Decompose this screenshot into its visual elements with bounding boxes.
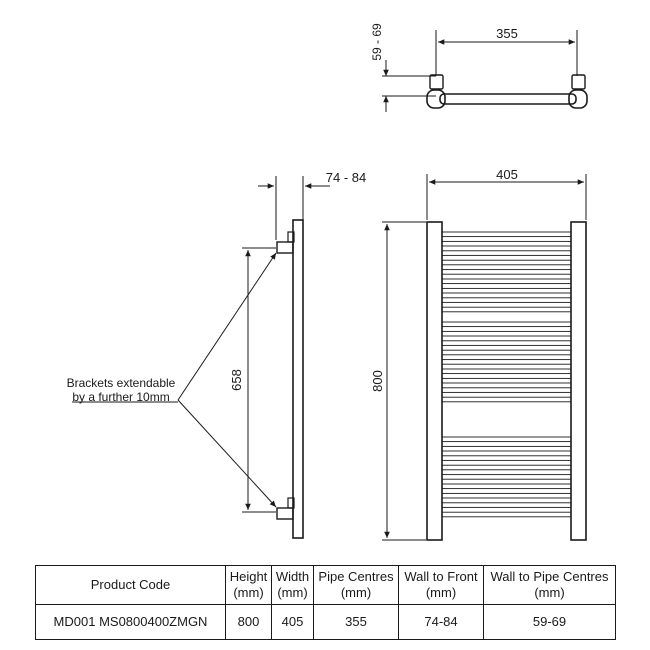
header-wall-to-front: Wall to Front(mm) [398, 565, 484, 605]
wall-to-pipe-dim-label: 59 - 69 [370, 23, 384, 61]
radiator-rail [441, 436, 572, 443]
radiator-rail [441, 297, 572, 303]
header-width: Width(mm) [271, 565, 314, 605]
bracket-note-line1: Brackets extendable [67, 376, 176, 390]
header-wall-to-pipe-centres: Wall to Pipe Centres(mm) [483, 565, 616, 605]
radiator-rail [441, 455, 572, 461]
radiator-rail [441, 359, 572, 365]
wall-to-front-dim-label: 74 - 84 [326, 170, 366, 185]
radiator-rail [441, 250, 572, 256]
radiator-rail [441, 240, 572, 247]
radiator-rail [441, 269, 572, 275]
header-height: Height(mm) [225, 565, 272, 605]
header-pipe-centres: Pipe Centres(mm) [313, 565, 399, 605]
radiator-rail [441, 259, 572, 266]
note-leader-lower [177, 399, 277, 508]
table-header-row: Product Code Height(mm) Width(mm) Pipe C… [35, 565, 616, 605]
radiator-rail [441, 321, 572, 328]
radiator-rail [441, 464, 572, 471]
technical-drawing: 355 59 - 69 74 - 84 658 Brackets extenda… [67, 23, 588, 541]
radiator-rail [441, 483, 572, 490]
header-product-code: Product Code [35, 565, 226, 605]
radiator-rail [441, 511, 572, 518]
radiator-rail [441, 340, 572, 346]
radiator-rail [441, 492, 572, 499]
pipe-centres-dim-label: 355 [496, 26, 518, 41]
width-dim-label: 405 [496, 167, 518, 182]
bracket-note-line2: by a further 10mm [72, 390, 169, 404]
cell-width: 405 [271, 604, 314, 640]
radiator-rail [441, 396, 572, 403]
radiator-rail [441, 502, 572, 508]
radiator-rail [441, 330, 572, 337]
cell-pipe-centres: 355 [313, 604, 399, 640]
cell-product-code: MD001 MS0800400ZMGN [35, 604, 226, 640]
radiator-rail [441, 349, 572, 356]
side-view [72, 176, 330, 539]
radiator-rail [441, 287, 572, 294]
cell-wall-to-pipe-centres: 59-69 [483, 604, 616, 640]
height-dim-label: 800 [370, 370, 385, 392]
radiator-rail [441, 474, 572, 480]
bracket-centres-dim-label: 658 [229, 369, 244, 391]
radiator-rail [441, 368, 572, 375]
cell-height: 800 [225, 604, 272, 640]
radiator-rail [441, 387, 572, 393]
table-row: MD001 MS0800400ZMGN 800 405 355 74-84 59… [35, 604, 616, 640]
radiator-rail [441, 231, 572, 238]
radiator-rail [441, 377, 572, 384]
cell-wall-to-front: 74-84 [398, 604, 484, 640]
front-view [382, 174, 587, 541]
spec-table: Product Code Height(mm) Width(mm) Pipe C… [35, 565, 616, 640]
radiator-rail [441, 278, 572, 285]
top-view [382, 30, 588, 112]
radiator-rail [441, 445, 572, 452]
note-leader-upper [177, 252, 277, 401]
radiator-rails [441, 231, 572, 518]
radiator-rail [441, 306, 572, 313]
